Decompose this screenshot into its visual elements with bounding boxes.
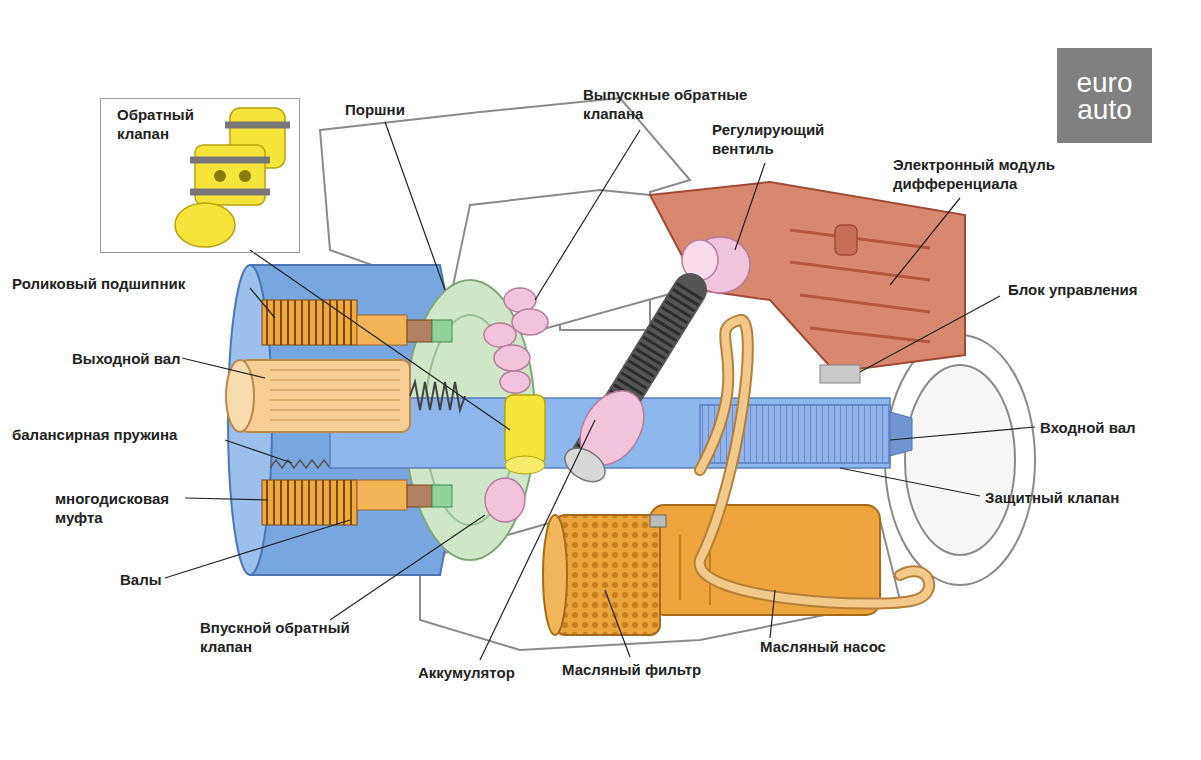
- part-label: Входной вал: [1040, 418, 1136, 437]
- part-label: балансирная пружина: [12, 425, 177, 444]
- part-label: Валы: [120, 570, 162, 589]
- check-valve: [505, 395, 545, 474]
- part-label: Электронный модуль дифференциала: [893, 155, 1118, 193]
- part-label: Аккумулятор: [418, 663, 515, 682]
- part-label: Роликовый подшипник: [12, 274, 185, 293]
- part-label: Масляный фильтр: [562, 660, 701, 679]
- check-valve-enlarged: [175, 108, 290, 247]
- outlet-valves: [484, 237, 750, 522]
- inset-box: Обратный клапан: [100, 98, 300, 253]
- part-label: Впускной обратный клапан: [200, 618, 390, 656]
- part-label: многодисковая муфта: [55, 489, 185, 527]
- filter-pump: [543, 320, 929, 635]
- part-label: Блок управления: [1008, 280, 1138, 299]
- part-label: Регулирующий вентиль: [712, 120, 872, 158]
- logo-text: euro auto: [1070, 69, 1140, 123]
- inset-ground: [100, 98, 300, 253]
- accumulator: [559, 290, 690, 489]
- part-label: Выпускные обратные клапана: [583, 85, 798, 123]
- part-label: Поршни: [345, 100, 405, 119]
- inset-title: Обратный клапан: [117, 105, 202, 143]
- logo-box: euro auto: [1057, 48, 1152, 143]
- part-label: Защитный клапан: [985, 488, 1119, 507]
- leader-lines: [165, 122, 1035, 660]
- part-label: Выходной вал: [72, 349, 181, 368]
- part-label: Масляный насос: [760, 637, 886, 656]
